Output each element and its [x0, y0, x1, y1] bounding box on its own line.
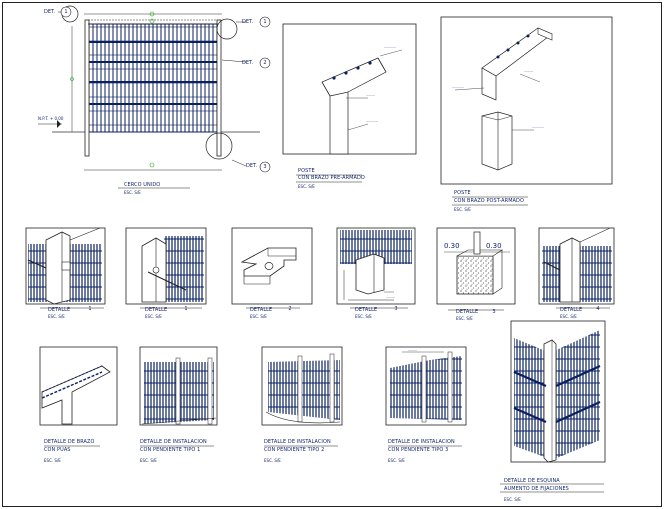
detail-number: 3 — [394, 306, 398, 312]
detail-label: DETALLE — [250, 307, 273, 313]
detail-scale: ESC. S/E — [145, 314, 162, 319]
bottom-detail-subtitle: CON PENDIENTE TIPO 2 — [264, 447, 325, 453]
detail-label: DETALLE — [456, 309, 479, 315]
det-label: DET. — [242, 60, 254, 66]
bottom-detail-title: DETALLE DE INSTALACION — [140, 439, 207, 445]
post-title-2: POSTE — [454, 190, 471, 196]
bottom-detail-subtitle: CON PENDIENTE TIPO 3 — [388, 447, 449, 453]
callout-bubble — [259, 57, 271, 69]
level-label: N.P.T. + 0.00 — [38, 116, 64, 121]
post-scale-1: ESC. S/E — [298, 184, 315, 189]
post-scale-2: ESC. S/E — [454, 207, 471, 212]
detail-row: ——— — [25, 227, 615, 311]
bottom-detail-title: DETALLE DE ESQUINA — [504, 478, 560, 484]
callout-bubble — [60, 6, 72, 18]
bottom-detail-scale: ESC. S/E — [140, 458, 157, 463]
bottom-detail-scale: ESC. S/E — [264, 458, 281, 463]
footing-dim-right: 0.30 — [486, 242, 502, 250]
svg-text:————: ———— — [532, 125, 544, 129]
bottom-detail-title: DETALLE DE INSTALACION — [264, 439, 331, 445]
svg-text:———: ——— — [386, 295, 395, 299]
post-title-1: POSTE — [298, 168, 315, 174]
svg-text:————: ———— — [366, 119, 378, 123]
callout-number: 2 — [263, 60, 267, 66]
callout-number: 1 — [263, 19, 267, 25]
svg-text:————: ———— — [384, 45, 396, 49]
footing-dim-left: 0.30 — [444, 242, 460, 250]
bottom-detail-subtitle: CON PUAS — [44, 447, 71, 453]
svg-text:————: ———— — [452, 85, 464, 89]
det-label: DET. — [44, 9, 56, 15]
bottom-detail-subtitle: AUMENTO DE FIJACIONES — [504, 486, 569, 492]
callout-bubble — [259, 161, 271, 173]
detail-number: 2 — [288, 306, 292, 312]
main-scale: ESC. S/E — [124, 190, 141, 195]
bottom-detail-scale: ESC. S/E — [44, 458, 61, 463]
svg-text:———: ——— — [366, 93, 375, 97]
main-fence-elevation — [38, 5, 271, 189]
detail-label: DETALLE — [560, 307, 583, 313]
post-panel-pre-armado: ———— ——— ———— — [282, 23, 417, 183]
svg-text:———: ——— — [408, 348, 417, 352]
bottom-detail-subtitle: CON PENDIENTE TIPO 1 — [140, 447, 201, 453]
bottom-row: ——— — [39, 320, 606, 493]
detail-number: 1 — [88, 306, 92, 312]
post-subtitle-1: CON BRAZO PRE-ARMADO — [298, 175, 365, 181]
detail-label: DETALLE — [48, 307, 71, 313]
detail-label: DETALLE — [145, 307, 168, 313]
detail-scale: ESC. S/E — [560, 314, 577, 319]
post-panel-post-armado: ———— ——— ———— — [440, 16, 613, 206]
detail-scale: ESC. S/E — [250, 314, 267, 319]
svg-text:———: ——— — [524, 69, 533, 73]
detail-number: 4 — [596, 306, 600, 312]
post-subtitle-2: CON BRAZO POST-ARMADO — [454, 198, 524, 204]
bottom-detail-title: DETALLE DE INSTALACION — [388, 439, 455, 445]
main-title: CERCO UNIDO — [124, 182, 161, 188]
bottom-detail-scale: ESC. S/E — [504, 497, 521, 502]
callout-number: 3 — [263, 164, 267, 170]
bottom-detail-scale: ESC. S/E — [388, 458, 405, 463]
detail-scale: ESC. S/E — [48, 314, 65, 319]
detail-number: 1 — [184, 306, 188, 312]
detail-scale: ESC. S/E — [456, 316, 473, 321]
detail-scale: ESC. S/E — [355, 314, 372, 319]
detail-label: DETALLE — [355, 307, 378, 313]
detail-number: 3 — [492, 309, 496, 315]
det-label: DET. — [246, 163, 258, 169]
callout-bubble — [259, 16, 271, 28]
bottom-detail-title: DETALLE DE BRAZO — [44, 439, 95, 445]
callout-number: 1 — [64, 9, 68, 15]
det-label: DET. — [242, 19, 254, 25]
